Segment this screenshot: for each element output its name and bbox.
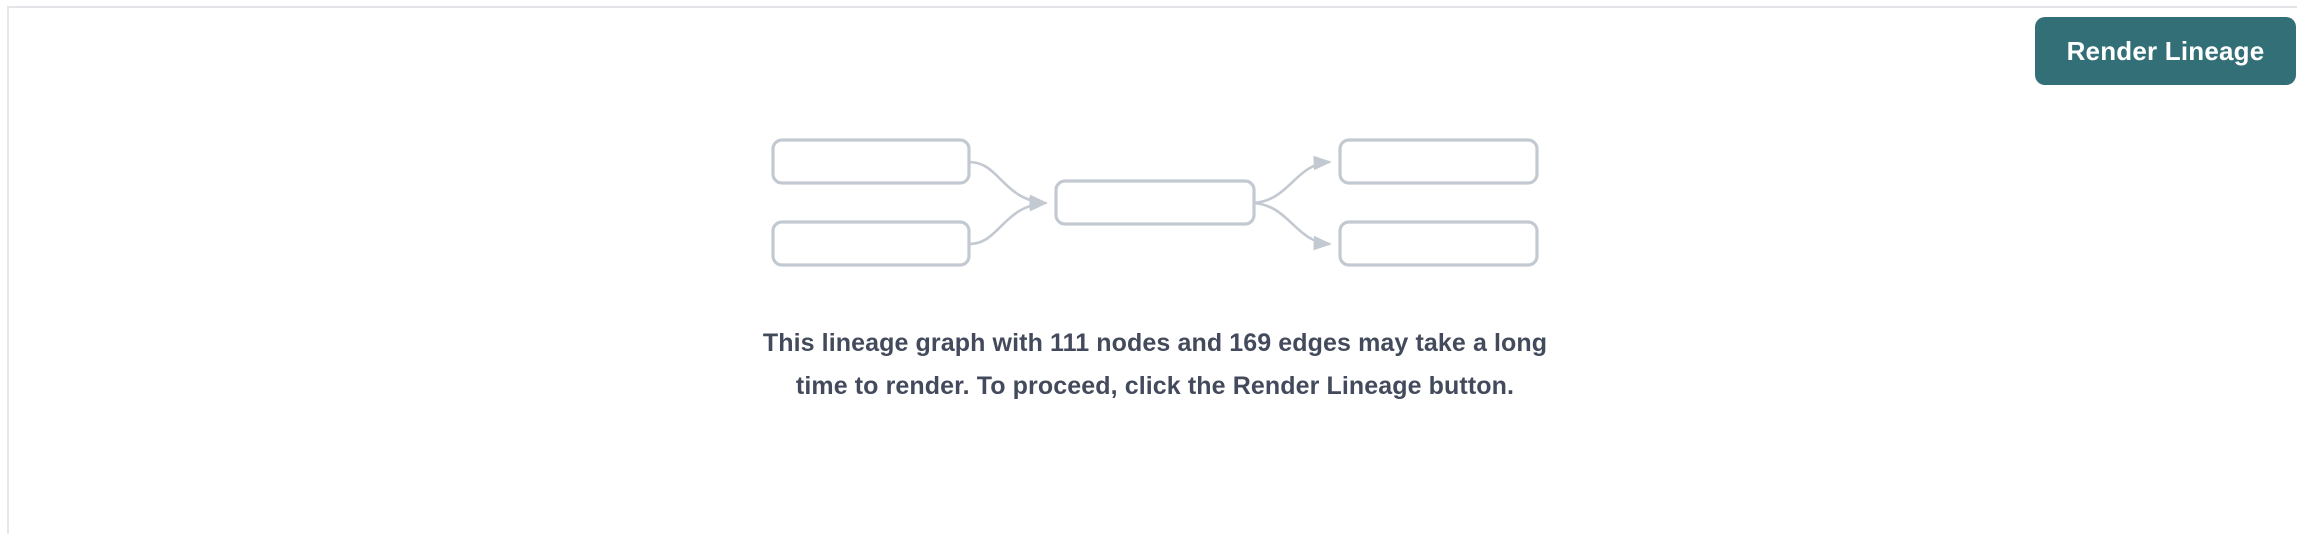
lineage-graph-svg <box>771 138 1539 267</box>
graph-node-downstream-2[interactable] <box>1338 220 1539 267</box>
lineage-graph-placeholder <box>771 138 1539 267</box>
lineage-warning-message: This lineage graph with 111 nodes and 16… <box>762 329 1548 400</box>
graph-node-upstream-1[interactable] <box>771 138 971 185</box>
node-group <box>771 138 1539 267</box>
panel-top-border <box>7 6 2297 8</box>
render-lineage-button[interactable]: Render Lineage <box>2035 17 2296 85</box>
edge-upstream-1-to-center <box>968 160 1048 210</box>
panel-left-border <box>7 6 9 534</box>
edge-group <box>968 155 1332 251</box>
graph-node-center-1[interactable] <box>1054 179 1256 226</box>
edge-center-to-downstream-1 <box>1253 155 1332 205</box>
graph-node-upstream-2[interactable] <box>771 220 971 267</box>
edge-center-to-downstream-2 <box>1253 201 1332 251</box>
edge-upstream-2-to-center <box>968 196 1048 246</box>
graph-node-downstream-1[interactable] <box>1338 138 1539 185</box>
